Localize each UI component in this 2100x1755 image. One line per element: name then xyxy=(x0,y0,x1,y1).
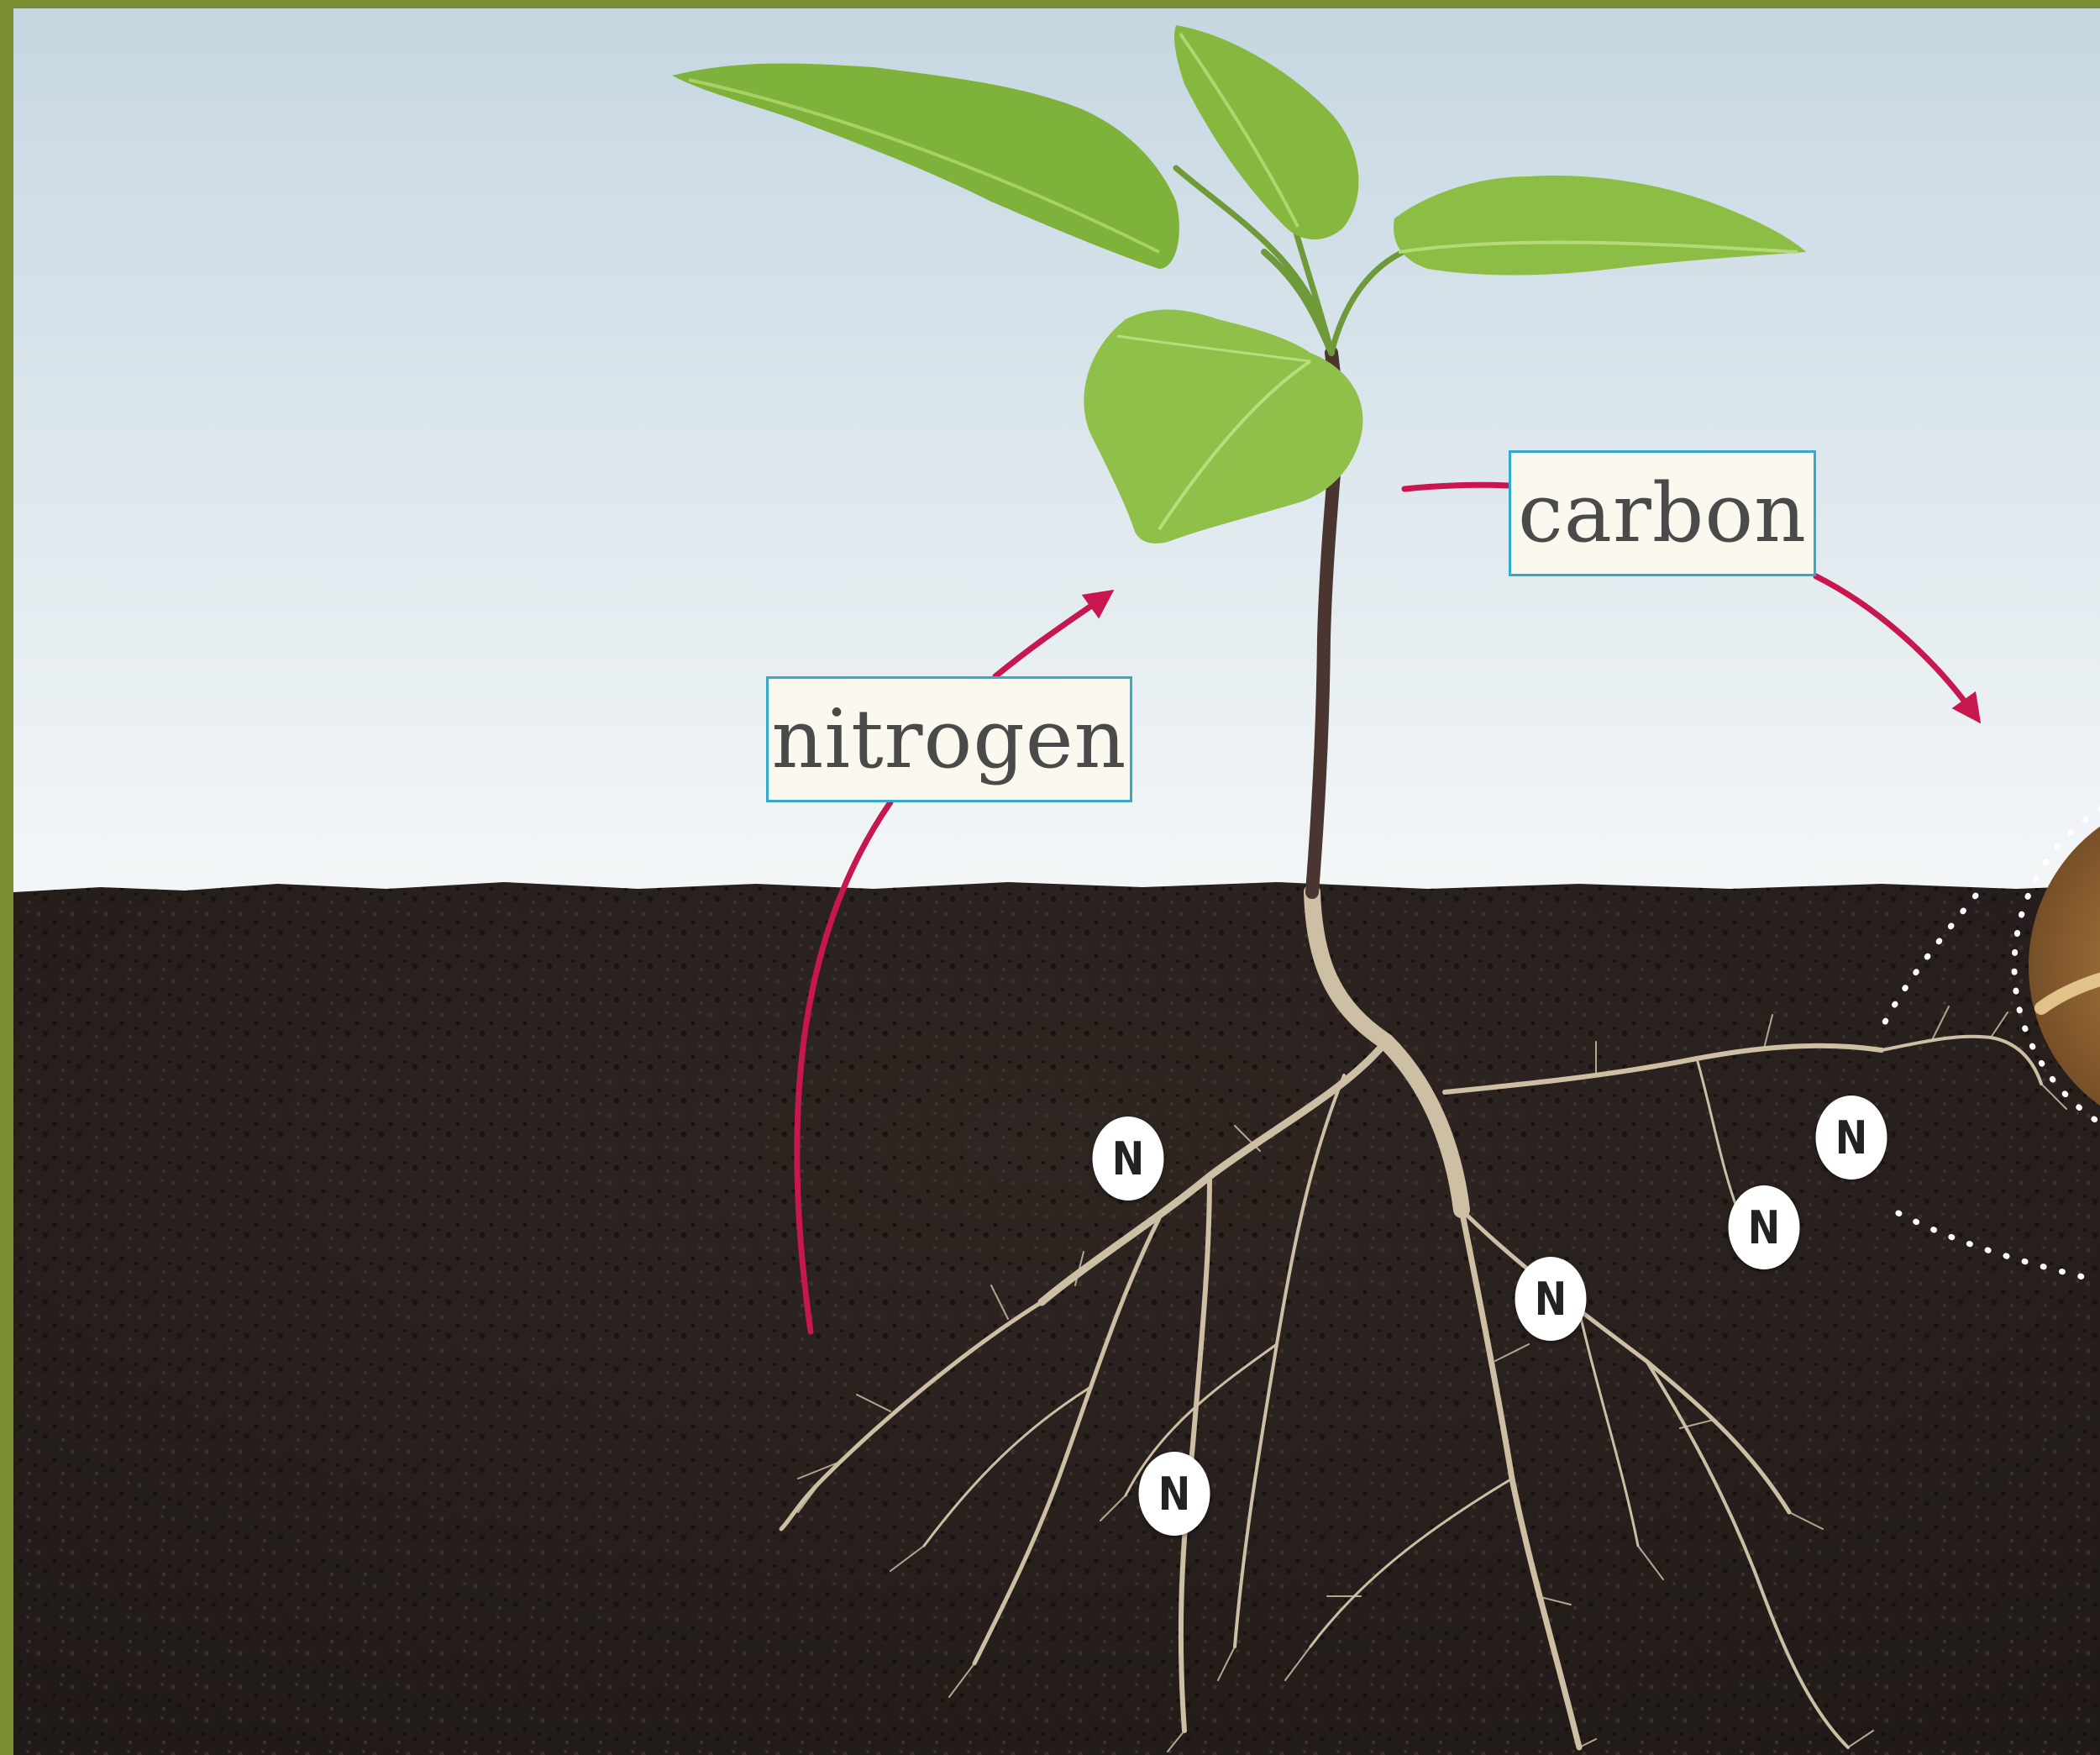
nitrogen-label-text: nitrogen xyxy=(772,699,1127,780)
soil-texture xyxy=(13,882,2100,1755)
nitrogen-marker: N xyxy=(1729,1185,1800,1269)
nitrogen-marker: N xyxy=(1816,1096,1887,1180)
nitrogen-marker: N xyxy=(1515,1257,1587,1341)
nitrogen-marker: N xyxy=(1139,1452,1210,1536)
nitrogen-label: nitrogen xyxy=(766,676,1132,802)
carbon-label: carbon xyxy=(1509,450,1816,576)
carbon-label-text: carbon xyxy=(1518,473,1807,554)
nitrogen-marker: N xyxy=(1093,1117,1164,1201)
